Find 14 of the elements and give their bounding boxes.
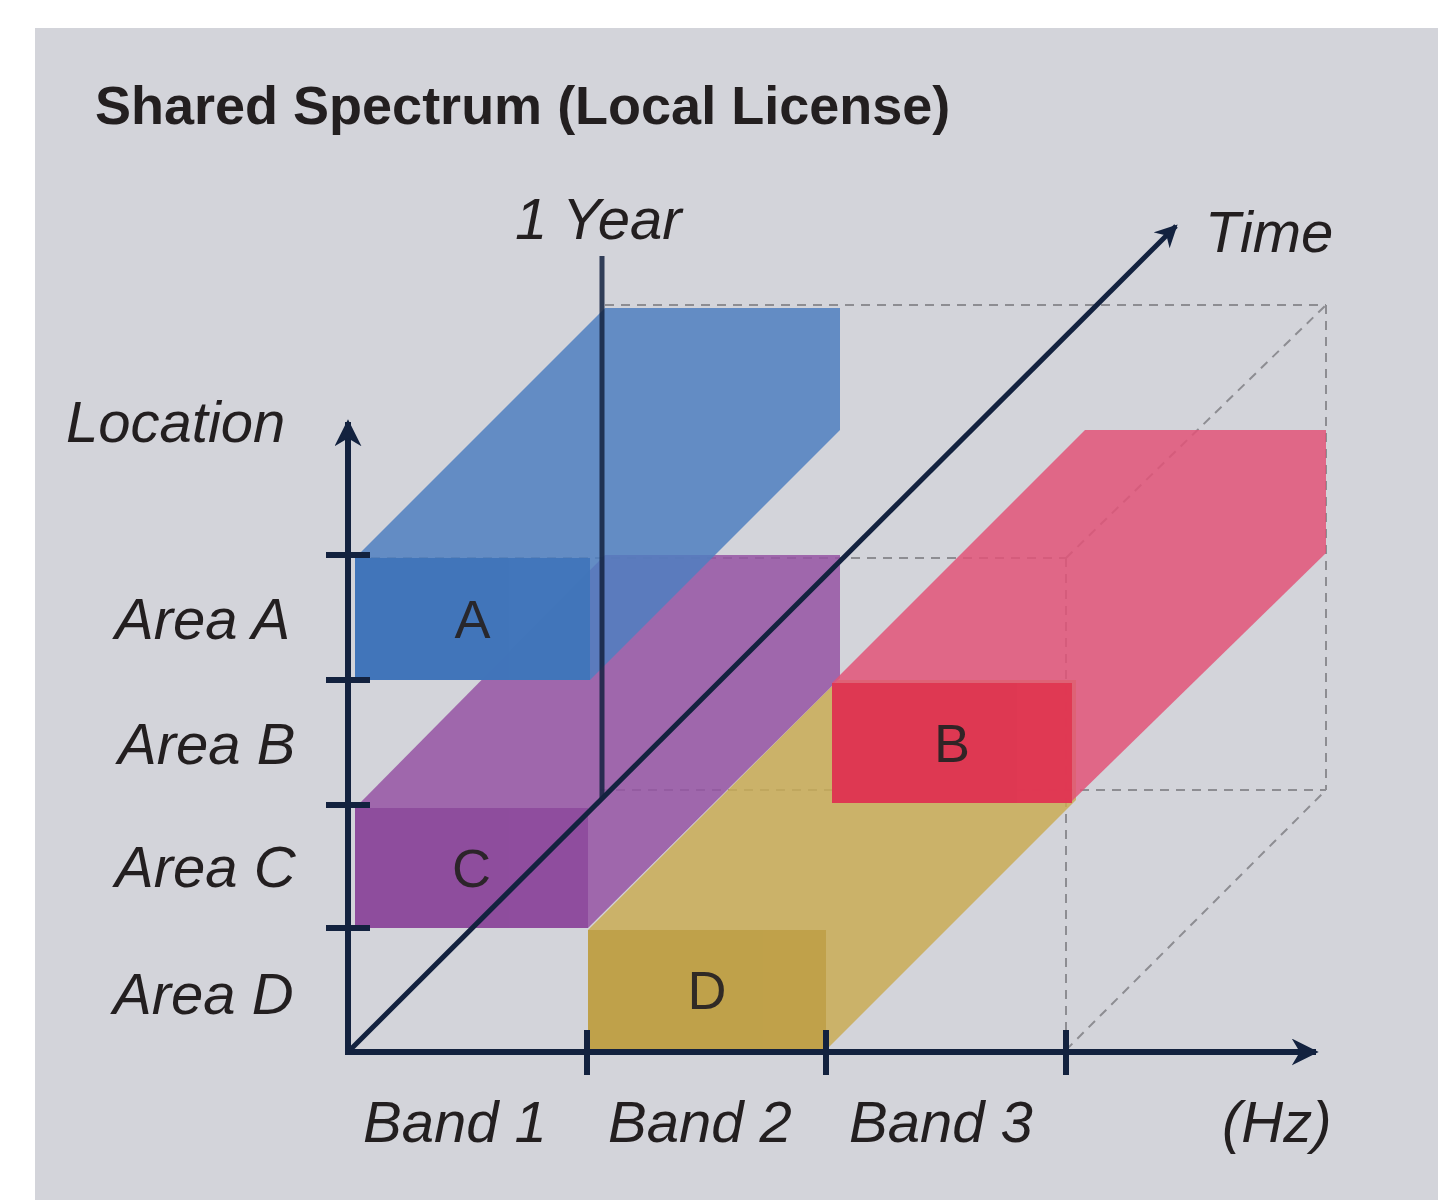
band-label: Band 1	[363, 1093, 547, 1151]
block-letter: B	[934, 716, 970, 770]
block-letter: A	[454, 592, 491, 646]
block-front-face	[832, 683, 1072, 803]
block-front-face	[355, 558, 590, 680]
axis-label: Time	[1205, 203, 1334, 261]
block-front-face	[355, 808, 588, 928]
band-label: Band 2	[608, 1093, 792, 1151]
axis-label: Location	[66, 393, 286, 451]
band-label: Band 3	[849, 1093, 1033, 1151]
axis-label: 1 Year	[515, 190, 682, 248]
block-letter: D	[687, 963, 727, 1017]
block-front-face	[588, 930, 826, 1050]
block-letter: C	[452, 841, 491, 895]
